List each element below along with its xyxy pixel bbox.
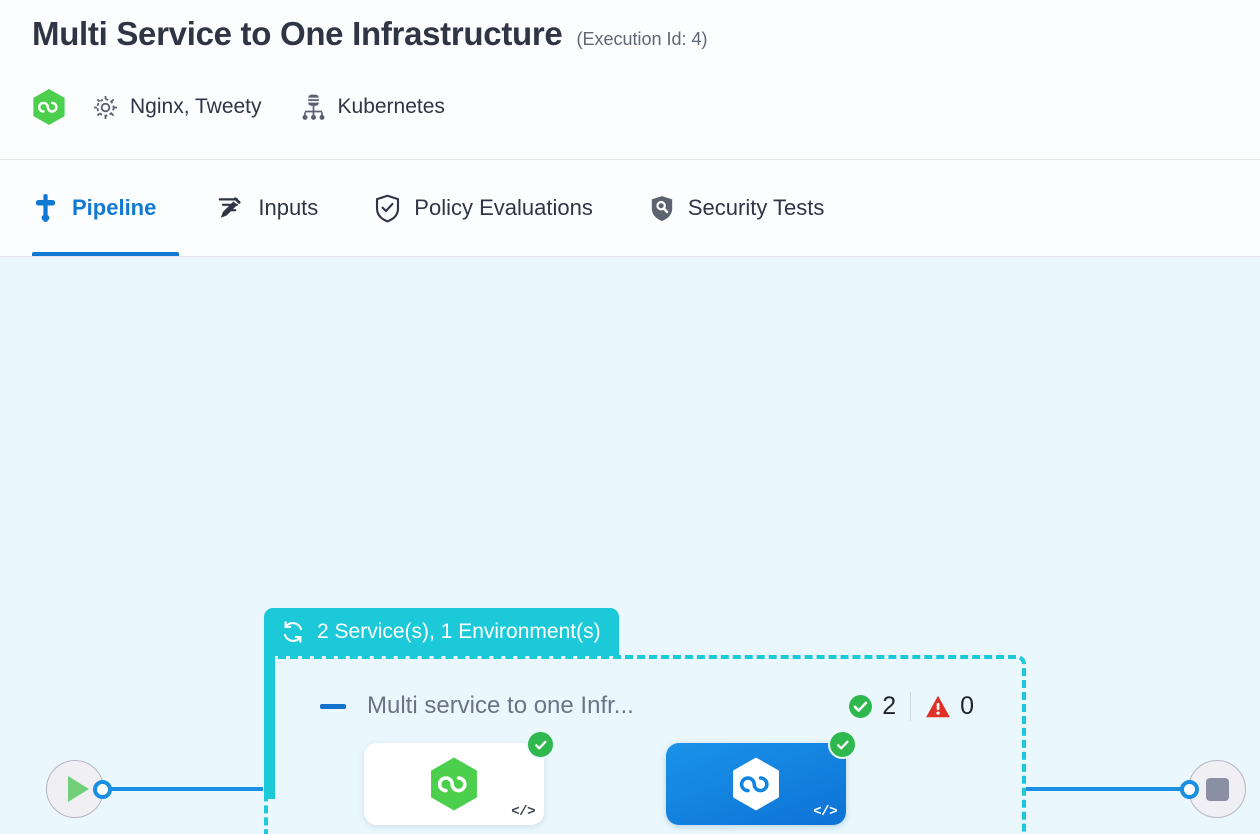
execution-id-label: (Execution Id: 4) bbox=[576, 29, 708, 49]
code-icon[interactable]: </> bbox=[813, 804, 837, 820]
check-circle-icon bbox=[848, 694, 873, 719]
meta-row: Nginx, Tweety Kubernetes bbox=[32, 86, 1260, 128]
pipeline-canvas[interactable]: 2 Service(s), 1 Environment(s) Multi ser… bbox=[0, 257, 1260, 834]
kubernetes-cluster-icon bbox=[300, 93, 327, 121]
page-header: Multi Service to One Infrastructure (Exe… bbox=[0, 0, 1260, 160]
tab-policy-evaluations[interactable]: Policy Evaluations bbox=[346, 160, 621, 256]
stop-icon bbox=[1205, 777, 1229, 801]
hexagon-infinity-logo-icon bbox=[429, 756, 479, 812]
group-badge-label: 2 Service(s), 1 Environment(s) bbox=[317, 620, 601, 643]
counts-divider bbox=[910, 691, 912, 721]
group-body: Multi service to one Infr... 2 bbox=[264, 655, 1026, 834]
inputs-edit-icon bbox=[216, 194, 245, 222]
shield-check-icon bbox=[374, 194, 401, 223]
edge-group-to-end bbox=[1026, 787, 1191, 791]
tab-pipeline-label: Pipeline bbox=[72, 195, 157, 220]
node-list: </> (Nginx): Multi service to one... bbox=[320, 730, 974, 834]
node-status-success-icon bbox=[526, 730, 555, 759]
group-header-row: Multi service to one Infr... 2 bbox=[320, 685, 974, 727]
code-icon[interactable]: </> bbox=[511, 804, 535, 820]
start-node-handle[interactable] bbox=[93, 780, 112, 799]
gear-icon bbox=[92, 94, 119, 121]
tab-security-tests[interactable]: Security Tests bbox=[621, 160, 853, 256]
success-count: 2 bbox=[882, 691, 897, 720]
title-row: Multi Service to One Infrastructure (Exe… bbox=[32, 14, 1260, 70]
page-title: Multi Service to One Infrastructure bbox=[32, 15, 563, 52]
tab-inputs-label: Inputs bbox=[258, 195, 319, 220]
tab-bar: Pipeline Inputs Policy Evaluations bbox=[0, 160, 1260, 257]
service-group: 2 Service(s), 1 Environment(s) Multi ser… bbox=[264, 608, 1026, 834]
meta-infrastructure: Kubernetes bbox=[300, 93, 445, 121]
success-count-group: 2 bbox=[848, 692, 896, 721]
node-card[interactable]: </> bbox=[666, 730, 857, 825]
node-card[interactable]: </> bbox=[364, 730, 555, 825]
group-status-counts: 2 0 bbox=[848, 691, 974, 721]
group-title: Multi service to one Infr... bbox=[367, 692, 634, 719]
tab-inputs[interactable]: Inputs bbox=[188, 160, 346, 256]
services-label: Nginx, Tweety bbox=[130, 95, 262, 118]
pipeline-icon bbox=[32, 193, 59, 223]
node-tweety[interactable]: </> (Tweety, {"__uuid":... bbox=[666, 730, 857, 834]
edge-start-to-group bbox=[100, 787, 263, 791]
node-nginx[interactable]: </> (Nginx): Multi service to one... bbox=[364, 730, 555, 834]
meta-services: Nginx, Tweety bbox=[92, 94, 262, 121]
hexagon-infinity-logo-icon bbox=[32, 88, 66, 126]
group-badge[interactable]: 2 Service(s), 1 Environment(s) bbox=[264, 608, 619, 656]
end-node-handle[interactable] bbox=[1180, 780, 1199, 799]
hexagon-infinity-logo-icon bbox=[731, 756, 781, 812]
play-icon bbox=[67, 776, 89, 802]
warning-triangle-icon bbox=[925, 694, 951, 719]
tab-pipeline[interactable]: Pipeline bbox=[32, 160, 188, 256]
collapse-minus-icon[interactable] bbox=[320, 703, 346, 709]
tab-policy-evaluations-label: Policy Evaluations bbox=[414, 195, 593, 220]
shield-security-icon bbox=[649, 194, 675, 223]
infrastructure-label: Kubernetes bbox=[337, 95, 445, 118]
tab-security-tests-label: Security Tests bbox=[687, 195, 825, 220]
group-left-accent-bar bbox=[264, 652, 275, 799]
refresh-loop-icon bbox=[280, 619, 306, 645]
node-status-success-icon bbox=[828, 730, 857, 759]
warning-count: 0 bbox=[960, 691, 974, 720]
warning-count-group: 0 bbox=[925, 692, 974, 721]
